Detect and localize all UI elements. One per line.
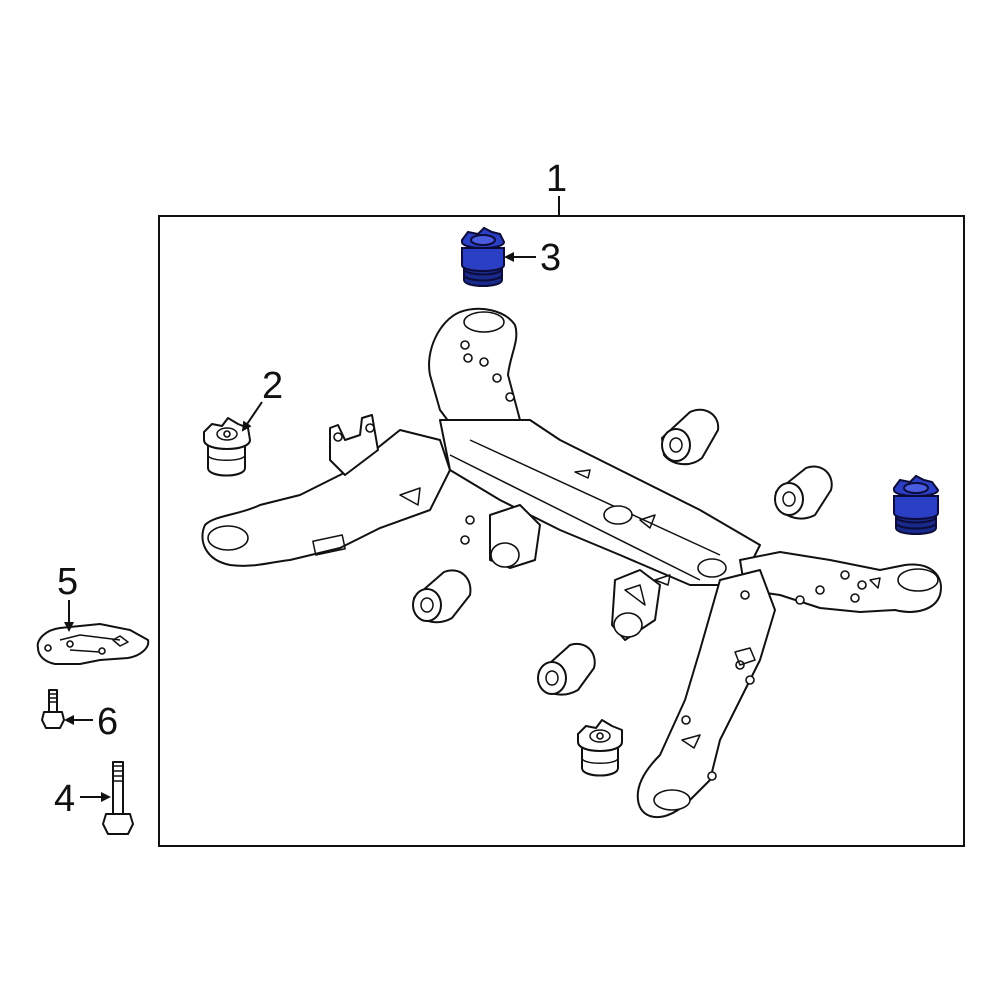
subframe[interactable] (201, 307, 942, 819)
subframe-bushing-left (412, 569, 472, 624)
subframe-bushing-mid (774, 465, 833, 520)
highlighted-bushing-right (893, 474, 940, 535)
callout-5-label: 5 (57, 561, 78, 603)
subframe-bushing-upper (661, 408, 720, 466)
mount-bushing-lower (577, 719, 623, 777)
assembly-frame-box (158, 215, 965, 847)
subframe-bushing-lower (537, 642, 596, 696)
callout-2-label: 2 (262, 365, 283, 407)
callout-1-label: 1 (546, 158, 567, 200)
callout-6-label: 6 (97, 701, 118, 743)
highlighted-bushing-3[interactable] (461, 226, 506, 287)
callout-4-label: 4 (54, 778, 75, 820)
bracket-plate-5[interactable] (36, 623, 150, 665)
callout-3-label: 3 (540, 237, 561, 279)
mount-bushing-2[interactable] (203, 417, 251, 477)
short-bolt-6[interactable] (41, 689, 65, 729)
long-bolt-4[interactable] (102, 761, 134, 835)
callout-2-arrow (241, 401, 263, 432)
